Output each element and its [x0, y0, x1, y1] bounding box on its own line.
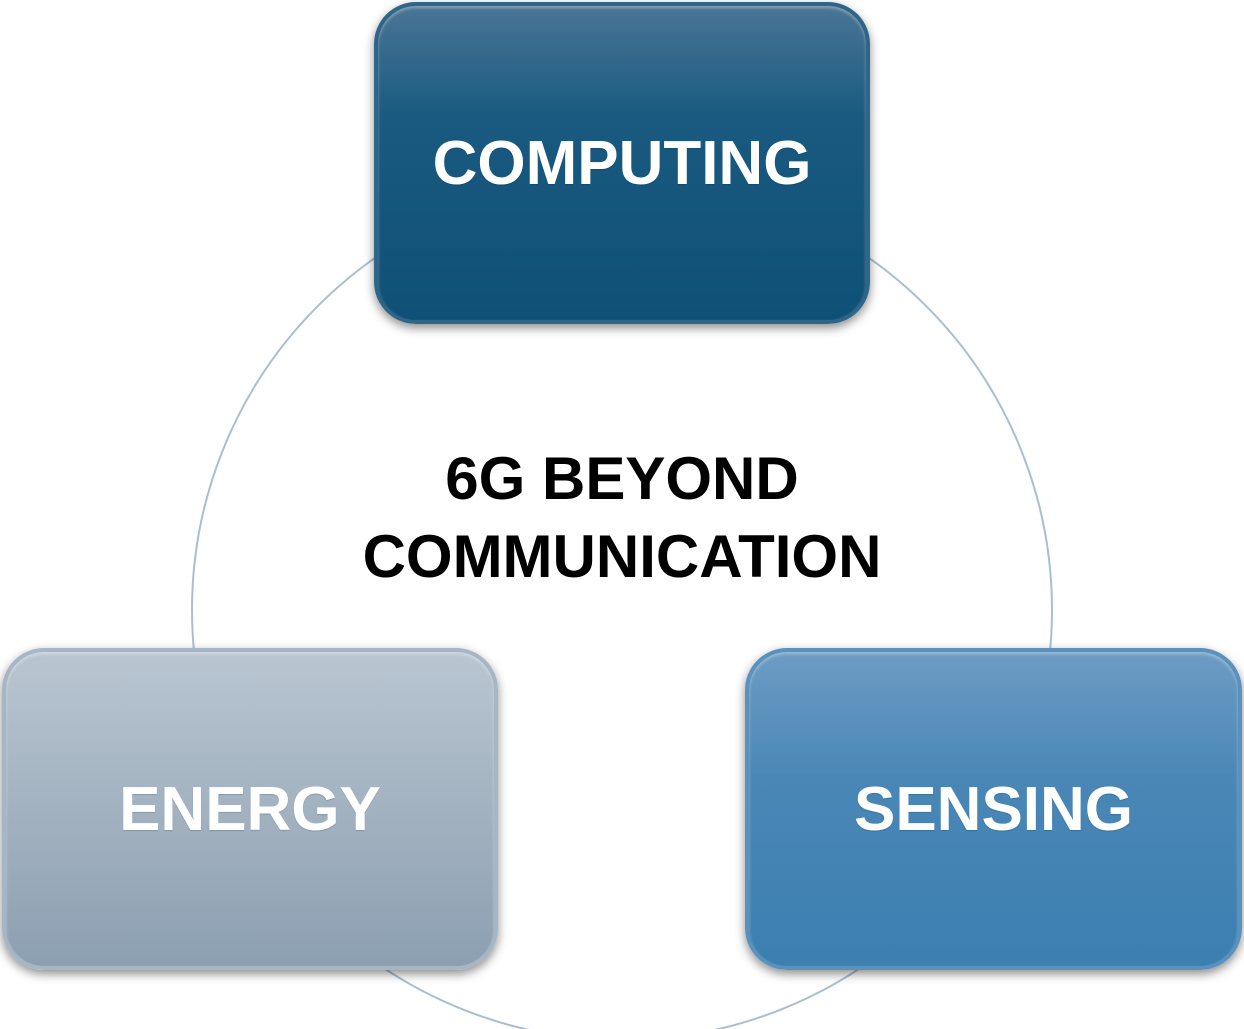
center-title-line1: 6G BEYOND	[445, 445, 799, 512]
sensing-node: SENSING	[745, 648, 1242, 970]
computing-label: COMPUTING	[432, 128, 812, 198]
sensing-label: SENSING	[853, 774, 1134, 844]
energy-label: ENERGY	[119, 774, 381, 844]
computing-node: COMPUTING	[374, 2, 870, 324]
energy-node: ENERGY	[2, 648, 498, 970]
center-title-line2: COMMUNICATION	[362, 523, 882, 590]
center-title: 6G BEYOND COMMUNICATION	[330, 440, 914, 596]
